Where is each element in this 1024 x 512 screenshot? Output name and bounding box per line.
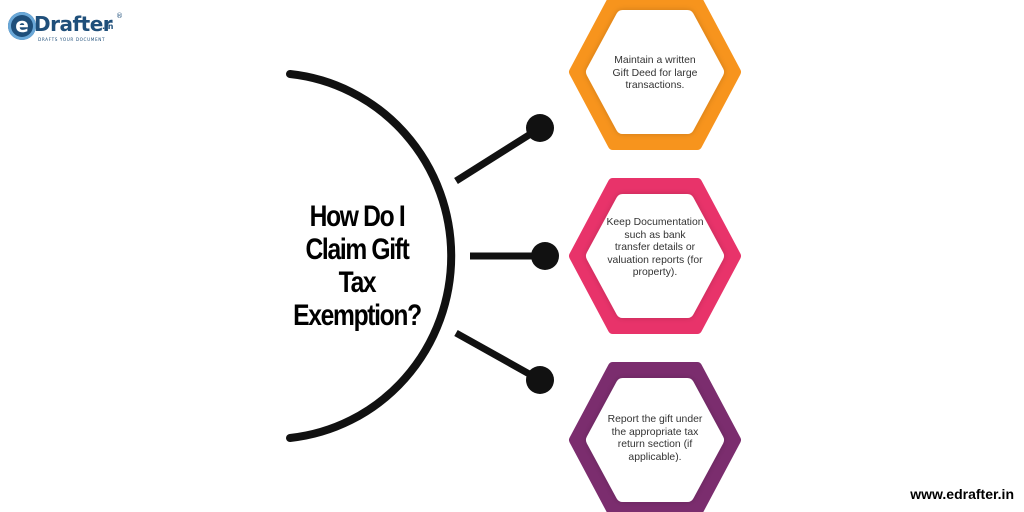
- logo-registered: ®: [116, 12, 123, 20]
- connector-node-2: [531, 242, 559, 270]
- tip-text-1: Maintain a written Gift Deed for large t…: [612, 55, 698, 92]
- edrafter-logo: e Drafter .in ® DRAFTS YOUR DOCUMENT: [8, 10, 126, 44]
- connector-node-3: [526, 366, 554, 394]
- logo-wordmark: Drafter: [34, 12, 113, 36]
- tip-text-3: Report the gift under the appropriate ta…: [607, 414, 703, 463]
- hexagon-inner-3: [586, 378, 724, 502]
- logo-mark: e: [8, 12, 36, 40]
- logo-suffix: .in: [102, 22, 114, 31]
- website-url: www.edrafter.in: [910, 486, 1014, 502]
- logo-tagline: DRAFTS YOUR DOCUMENT: [38, 37, 106, 42]
- connector-line-3: [454, 329, 542, 384]
- connector-node-1: [526, 114, 554, 142]
- diagram-title: How Do I Claim Gift Tax Exemption?: [293, 200, 422, 332]
- hub-arc: [286, 70, 456, 442]
- connector-line-1: [454, 125, 542, 184]
- hexagon-inner-1: [586, 10, 724, 134]
- tip-text-2: Keep Documentation such as bank transfer…: [606, 217, 704, 279]
- hexagon-inner-2: [586, 194, 724, 318]
